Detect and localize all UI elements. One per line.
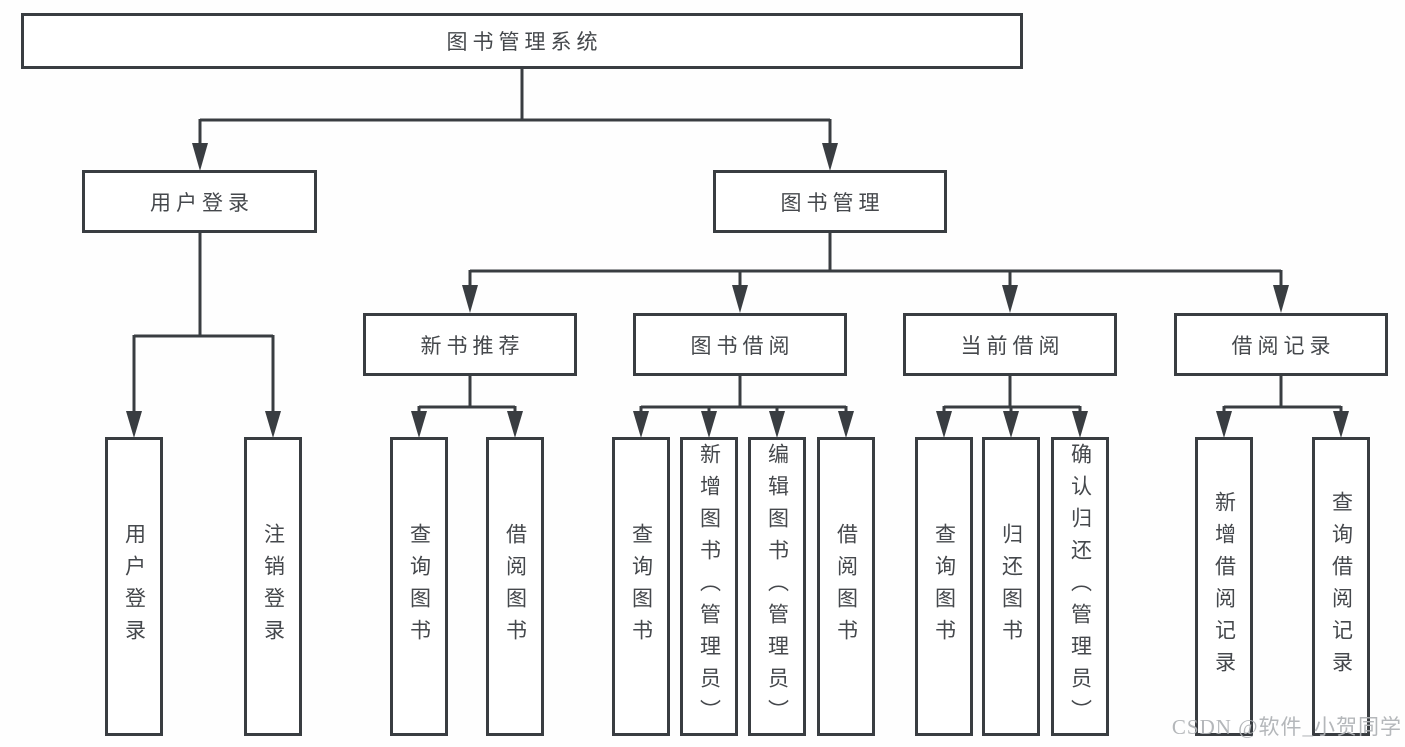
connector-root-to-level2 — [198, 69, 832, 145]
node-label: 用户登录 — [122, 522, 147, 651]
leaf-borrow-books-recommend: 借阅图书 — [486, 437, 544, 736]
node-label: 查询图书 — [407, 522, 432, 651]
node-user-login: 用户登录 — [82, 170, 317, 233]
connector-bookmgmt-to-level3 — [468, 233, 1283, 287]
connector-currentborrow-to-leaves — [942, 376, 1082, 411]
node-label: 图书管理 — [780, 190, 885, 215]
node-label: 借阅图书 — [503, 522, 528, 651]
watermark: CSDN @软件_小贺同学 — [1171, 715, 1402, 739]
leaf-user-login: 用户登录 — [105, 437, 163, 736]
node-label: 图书管理系统 — [446, 30, 603, 54]
node-label: 新增借阅记录 — [1212, 490, 1237, 683]
leaf-return-books: 归还图书 — [982, 437, 1040, 736]
node-label: 查询借阅记录 — [1329, 490, 1354, 683]
node-label: 当前借阅 — [960, 333, 1065, 358]
node-label: 借阅图书 — [834, 522, 859, 651]
connector-newbooks-to-leaves — [417, 376, 517, 411]
node-label: 用户登录 — [150, 190, 254, 215]
connector-userlogin-to-leaves — [132, 233, 275, 411]
node-borrowing-records: 借阅记录 — [1174, 313, 1388, 376]
leaf-query-books-recommend: 查询图书 — [390, 437, 448, 736]
leaf-add-borrow-record: 新增借阅记录 — [1195, 437, 1253, 736]
leaf-borrow-books: 借阅图书 — [817, 437, 875, 736]
node-label: 查询图书 — [932, 522, 957, 651]
node-label: 新书推荐 — [420, 333, 525, 358]
leaf-query-books-current: 查询图书 — [915, 437, 973, 736]
node-label: 注销登录 — [261, 522, 286, 651]
node-label: 编辑图书（管理员） — [765, 442, 790, 731]
node-book-borrowing: 图书借阅 — [633, 313, 847, 376]
node-current-borrowing: 当前借阅 — [903, 313, 1117, 376]
node-book-management: 图书管理 — [713, 170, 947, 233]
connector-borrowrecords-to-leaves — [1222, 376, 1343, 411]
node-label: 归还图书 — [999, 522, 1024, 651]
node-label: 确认归还（管理员） — [1068, 442, 1093, 731]
connector-arrowheads — [126, 143, 1349, 438]
leaf-confirm-return-admin: 确认归还（管理员） — [1051, 437, 1109, 736]
node-label: 图书借阅 — [690, 333, 795, 358]
connector-lines — [132, 69, 1343, 411]
node-label: 查询图书 — [629, 522, 654, 651]
node-new-book-recommendation: 新书推荐 — [363, 313, 577, 376]
node-label: 新增图书（管理员） — [697, 442, 722, 731]
leaf-query-borrow-record: 查询借阅记录 — [1312, 437, 1370, 736]
leaf-add-books-admin: 新增图书（管理员） — [680, 437, 738, 736]
leaf-edit-books-admin: 编辑图书（管理员） — [748, 437, 806, 736]
node-label: 借阅记录 — [1231, 333, 1336, 358]
connector-bookborrow-to-leaves — [639, 376, 848, 411]
leaf-query-books-borrowing: 查询图书 — [612, 437, 670, 736]
leaf-logout: 注销登录 — [244, 437, 302, 736]
node-library-management-system: 图书管理系统 — [21, 13, 1023, 69]
